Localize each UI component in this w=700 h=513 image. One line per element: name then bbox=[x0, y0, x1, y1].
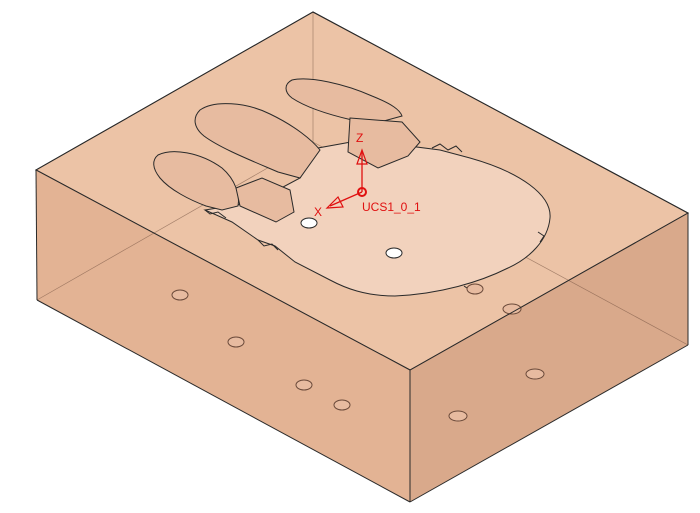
hole-ghost-3[interactable] bbox=[295, 379, 313, 391]
hole-ghost-4[interactable] bbox=[333, 399, 351, 411]
origin-marker-icon[interactable] bbox=[357, 187, 367, 197]
x-axis-line bbox=[329, 191, 363, 207]
pocket-lobe-middle[interactable] bbox=[194, 103, 321, 179]
block-front-right-face[interactable] bbox=[410, 213, 688, 502]
pad-upper[interactable] bbox=[347, 117, 421, 169]
hole-pocket-1[interactable] bbox=[300, 217, 318, 229]
pocket-cavity[interactable] bbox=[203, 139, 551, 297]
hole-ghost-1[interactable] bbox=[171, 289, 189, 301]
hole-ghost-5[interactable] bbox=[466, 283, 484, 295]
x-axis-arrow-icon bbox=[325, 195, 344, 209]
pad-lower[interactable] bbox=[235, 177, 295, 223]
hole-ghost-8[interactable] bbox=[448, 410, 468, 422]
coordinate-system[interactable]: Z X UCS1_0_1 bbox=[314, 131, 421, 219]
pocket-lobe-upper[interactable] bbox=[285, 78, 403, 123]
hole-pocket-2[interactable] bbox=[385, 247, 403, 259]
hole-ghost-7[interactable] bbox=[525, 368, 545, 380]
hole-ghost-2[interactable] bbox=[227, 336, 245, 348]
x-axis-label: X bbox=[314, 205, 322, 219]
csys-name-label: UCS1_0_1 bbox=[362, 200, 421, 214]
block-front-left-face[interactable] bbox=[36, 170, 410, 502]
z-axis-arrow-icon bbox=[356, 148, 368, 165]
z-axis-label: Z bbox=[356, 131, 363, 145]
hole-ghost-6[interactable] bbox=[502, 303, 522, 315]
block-visible-edges bbox=[34, 11, 690, 503]
pocket-lobe-left[interactable] bbox=[153, 151, 239, 211]
